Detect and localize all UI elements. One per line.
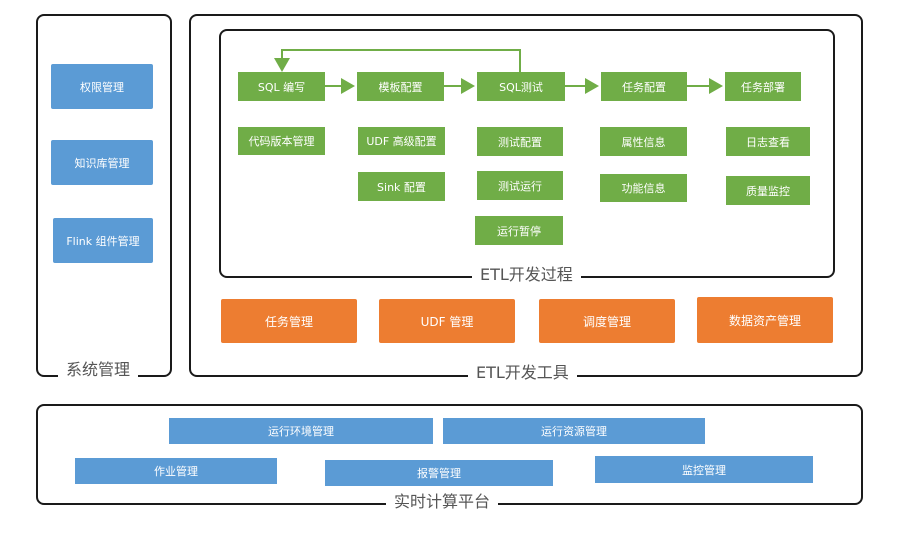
permission-mgmt-box: 权限管理 (51, 64, 153, 109)
flink-component-mgmt-box: Flink 组件管理 (53, 218, 153, 263)
stage-sql-test: SQL测试 (477, 72, 565, 101)
tool-data-asset-mgmt: 数据资产管理 (697, 297, 833, 343)
runtime-resource-mgmt-box: 运行资源管理 (443, 418, 705, 444)
sub-attribute-info: 属性信息 (600, 127, 687, 156)
knowledge-base-mgmt-box: 知识库管理 (51, 140, 153, 185)
tool-scheduling-mgmt: 调度管理 (539, 299, 675, 343)
sub-udf-advanced-config: UDF 高级配置 (358, 127, 445, 155)
tool-udf-mgmt: UDF 管理 (379, 299, 515, 343)
etl-process-title: ETL开发过程 (472, 265, 581, 285)
sub-quality-monitor: 质量监控 (726, 176, 810, 205)
monitor-mgmt-box: 监控管理 (595, 456, 813, 483)
platform-title: 实时计算平台 (386, 492, 499, 512)
system-mgmt-title: 系统管理 (58, 360, 139, 380)
stage-template-config: 模板配置 (357, 72, 444, 101)
sub-sink-config: Sink 配置 (358, 172, 445, 201)
sub-log-view: 日志查看 (726, 127, 810, 156)
sub-function-info: 功能信息 (600, 174, 687, 202)
job-mgmt-box: 作业管理 (75, 458, 277, 484)
sub-code-version-mgmt: 代码版本管理 (238, 127, 325, 155)
sub-test-run: 测试运行 (477, 171, 563, 200)
stage-task-deploy: 任务部署 (725, 72, 801, 101)
sub-run-pause: 运行暂停 (475, 216, 563, 245)
stage-task-config: 任务配置 (601, 72, 687, 101)
alarm-mgmt-box: 报警管理 (325, 460, 553, 486)
etl-tools-title: ETL开发工具 (468, 363, 577, 383)
stage-sql-write: SQL 编写 (238, 72, 325, 101)
tool-task-mgmt: 任务管理 (221, 299, 357, 343)
runtime-env-mgmt-box: 运行环境管理 (169, 418, 433, 444)
sub-test-config: 测试配置 (477, 127, 563, 156)
